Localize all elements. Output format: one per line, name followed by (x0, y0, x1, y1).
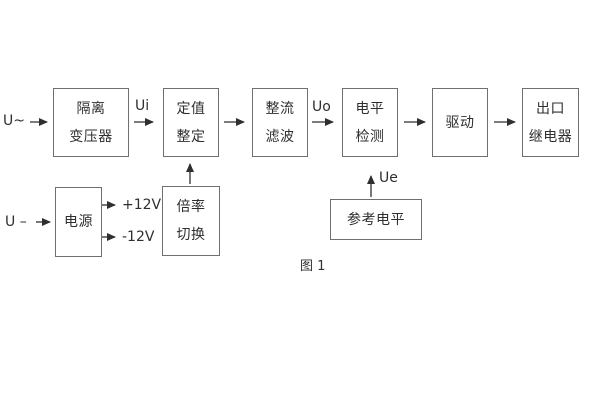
block-level-detector: 电平 检测 (342, 88, 398, 157)
figure-caption: 图 1 (300, 259, 326, 274)
block-label-line: 电源 (64, 214, 93, 230)
block-label-line: 检测 (355, 128, 385, 145)
block-label-line: 定值 (176, 100, 206, 117)
block-label-line: 隔离 (76, 100, 106, 117)
label-rail-pos: +12V (122, 197, 162, 213)
block-label-line: 电平 (355, 100, 385, 117)
block-label-line: 切换 (176, 227, 206, 243)
block-output-relay: 出口 继电器 (522, 88, 579, 157)
block-label-line: 参考电平 (347, 211, 405, 228)
block-driver: 驱动 (432, 88, 488, 157)
label-rail-neg: -12V (122, 229, 155, 245)
block-label-line: 驱动 (445, 114, 475, 131)
block-reference-level: 参考电平 (330, 199, 422, 240)
block-label-line: 出口 (536, 100, 565, 117)
block-label-line: 倍率 (176, 199, 206, 215)
label-input-dc: U – (5, 214, 27, 230)
label-input-ac: U~ (3, 113, 25, 129)
block-rectifier-filter: 整流 滤波 (252, 88, 308, 157)
label-signal-uo: Uo (312, 99, 331, 115)
block-label-line: 整定 (176, 128, 206, 145)
block-setting-adjust: 定值 整定 (163, 88, 219, 157)
block-ratio-switch: 倍率 切换 (162, 186, 220, 256)
block-label-line: 滤波 (265, 128, 295, 145)
block-isolation-transformer: 隔离 变压器 (53, 88, 129, 157)
block-power-supply: 电源 (55, 187, 102, 257)
block-label-line: 整流 (265, 100, 295, 117)
label-signal-ue: Ue (379, 170, 398, 186)
block-label-line: 继电器 (528, 128, 573, 145)
label-signal-ui: Ui (135, 98, 150, 114)
block-label-line: 变压器 (69, 128, 113, 145)
